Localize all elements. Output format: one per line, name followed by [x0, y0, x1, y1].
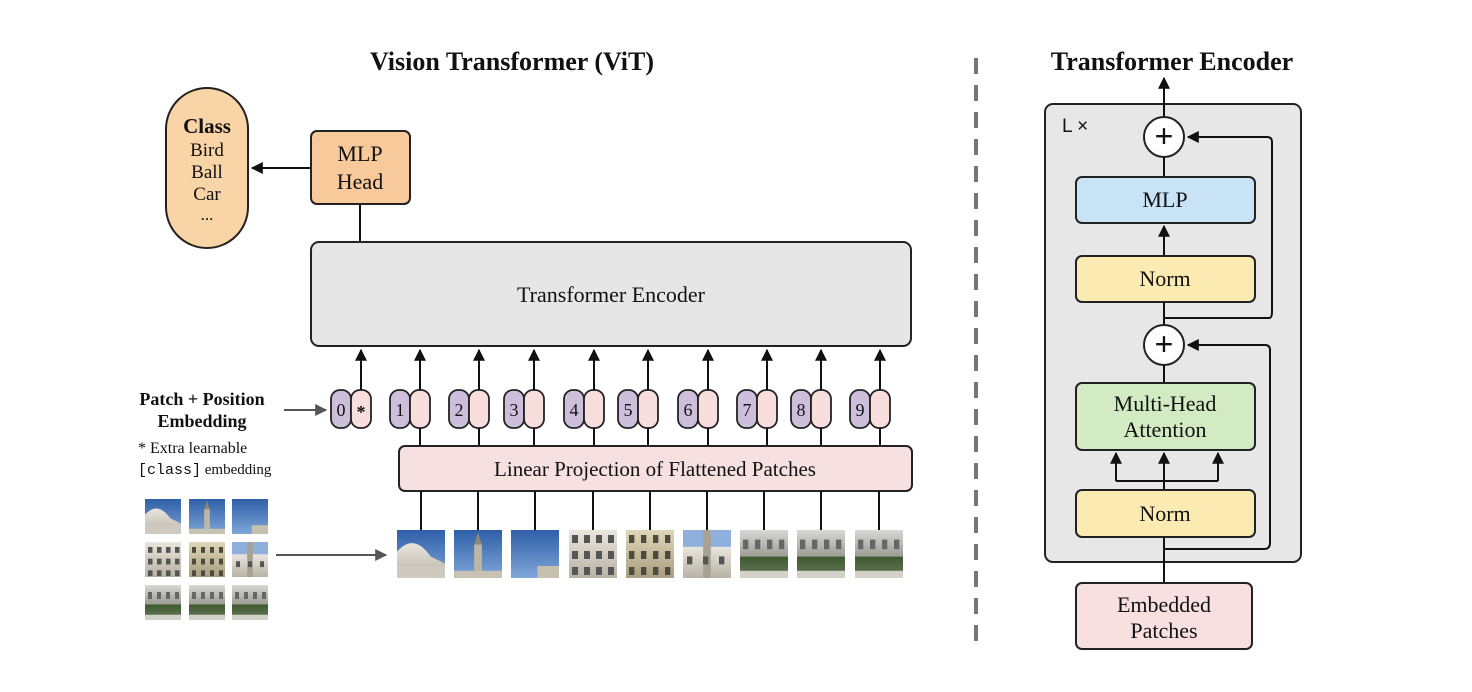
patch-embedding-6 — [697, 389, 719, 429]
grid-patch-5 — [189, 542, 225, 577]
norm-box-lower: Norm — [1075, 489, 1256, 538]
token-index-7: 7 — [743, 400, 752, 420]
footnote-suffix: embedding — [201, 462, 272, 478]
grid-patch-8 — [189, 585, 225, 620]
embedded-patches-box: Embedded Patches — [1075, 582, 1253, 650]
grid-patch-6 — [232, 542, 268, 577]
token-index-4: 4 — [570, 400, 579, 420]
residual-add-middle-symbol: + — [1155, 326, 1174, 362]
token-pair-7: 7 — [736, 348, 778, 446]
residual-add-top: + — [1143, 116, 1185, 158]
token-pair-5: 5 — [617, 348, 659, 446]
vit-title: Vision Transformer (ViT) — [370, 47, 654, 76]
attention-label-line1: Multi-Head — [1114, 391, 1217, 416]
token-pair-2: 2 — [448, 348, 490, 446]
embedding-label-line1: Patch + Position — [139, 389, 264, 409]
grid-patch-7 — [145, 585, 181, 620]
transformer-encoder-label: Transformer Encoder — [517, 282, 706, 307]
flat-patch-1 — [397, 530, 445, 578]
patch-embedding-2 — [468, 389, 490, 429]
token-pair-3: 3 — [503, 348, 545, 446]
token-index-5: 5 — [624, 400, 633, 420]
class-heading: Class — [183, 114, 231, 138]
flat-patch-5 — [626, 530, 674, 578]
grid-patch-1 — [145, 499, 181, 534]
input-image-grid — [145, 499, 268, 620]
flat-patch-8 — [797, 530, 845, 578]
transformer-encoder-box: Transformer Encoder — [310, 241, 912, 347]
token-index-8: 8 — [797, 400, 806, 420]
footnote-code: [class] — [138, 462, 201, 479]
patch-embedding-9 — [869, 389, 891, 429]
class-item-bird: Bird — [190, 140, 224, 161]
encoder-detail-title: Transformer Encoder — [1051, 47, 1293, 76]
token-pair-1: 1 — [389, 348, 431, 446]
norm-label-lower: Norm — [1139, 501, 1190, 526]
footnote-line1: * Extra learnable — [138, 440, 247, 457]
token-index-1: 1 — [396, 400, 405, 420]
token-index-6: 6 — [684, 400, 693, 420]
token-pair-8: 8 — [790, 348, 832, 446]
flat-patch-4 — [569, 530, 617, 578]
flattened-patch-row — [397, 491, 903, 578]
mlp-head-line2: Head — [337, 169, 383, 194]
class-item-ellipsis: ... — [201, 205, 214, 224]
class-item-ball: Ball — [191, 162, 223, 183]
mlp-head-line1: MLP — [337, 141, 382, 166]
norm-box-upper: Norm — [1075, 255, 1256, 303]
token-index-0: 0 — [337, 400, 346, 420]
repeat-label: L × — [1062, 116, 1088, 137]
footnote-line2: [class] embedding — [138, 462, 272, 479]
embedded-patches-line1: Embedded — [1117, 592, 1211, 617]
linear-projection-box: Linear Projection of Flattened Patches — [398, 445, 913, 492]
flat-patch-6 — [683, 530, 731, 578]
residual-skip-upper — [1164, 131, 1273, 319]
class-output-box: Class Bird Ball Car ... — [165, 87, 249, 249]
grid-patch-3 — [232, 499, 268, 534]
embedded-patches-line2: Patches — [1130, 618, 1197, 643]
mlp-label: MLP — [1142, 187, 1187, 212]
class-token-mark: * — [357, 402, 366, 422]
attention-label-line2: Attention — [1123, 417, 1206, 442]
patch-embedding-1 — [409, 389, 431, 429]
flat-patch-7 — [740, 530, 788, 578]
patch-embedding-8 — [810, 389, 832, 429]
flat-patch-2 — [454, 530, 502, 578]
flat-patch-9 — [855, 530, 903, 578]
linear-projection-label: Linear Projection of Flattened Patches — [494, 457, 816, 481]
multi-head-attention-box: Multi-Head Attention — [1075, 382, 1256, 451]
patch-embedding-4 — [583, 389, 605, 429]
token-index-2: 2 — [455, 400, 464, 420]
token-pair-9: 9 — [849, 348, 891, 446]
grid-patch-4 — [145, 542, 181, 577]
token-index-9: 9 — [856, 400, 865, 420]
norm-label-upper: Norm — [1139, 266, 1190, 291]
token-pair-0: 0* — [330, 348, 372, 429]
residual-add-top-symbol: + — [1155, 118, 1174, 154]
flat-patch-3 — [511, 530, 559, 578]
grid-patch-9 — [232, 585, 268, 620]
token-pair-6: 6 — [677, 348, 719, 446]
patch-embedding-5 — [637, 389, 659, 429]
embedding-label-line2: Embedding — [157, 411, 246, 431]
residual-skip-lower — [1164, 339, 1271, 550]
patch-embedding-7 — [756, 389, 778, 429]
token-pair-4: 4 — [563, 348, 605, 446]
grid-patch-2 — [189, 499, 225, 534]
residual-add-middle: + — [1143, 324, 1185, 366]
token-index-3: 3 — [510, 400, 519, 420]
patch-embedding-3 — [523, 389, 545, 429]
mlp-box: MLP — [1075, 176, 1256, 224]
mlp-head-box: MLP Head — [310, 130, 411, 205]
class-item-car: Car — [193, 184, 221, 205]
